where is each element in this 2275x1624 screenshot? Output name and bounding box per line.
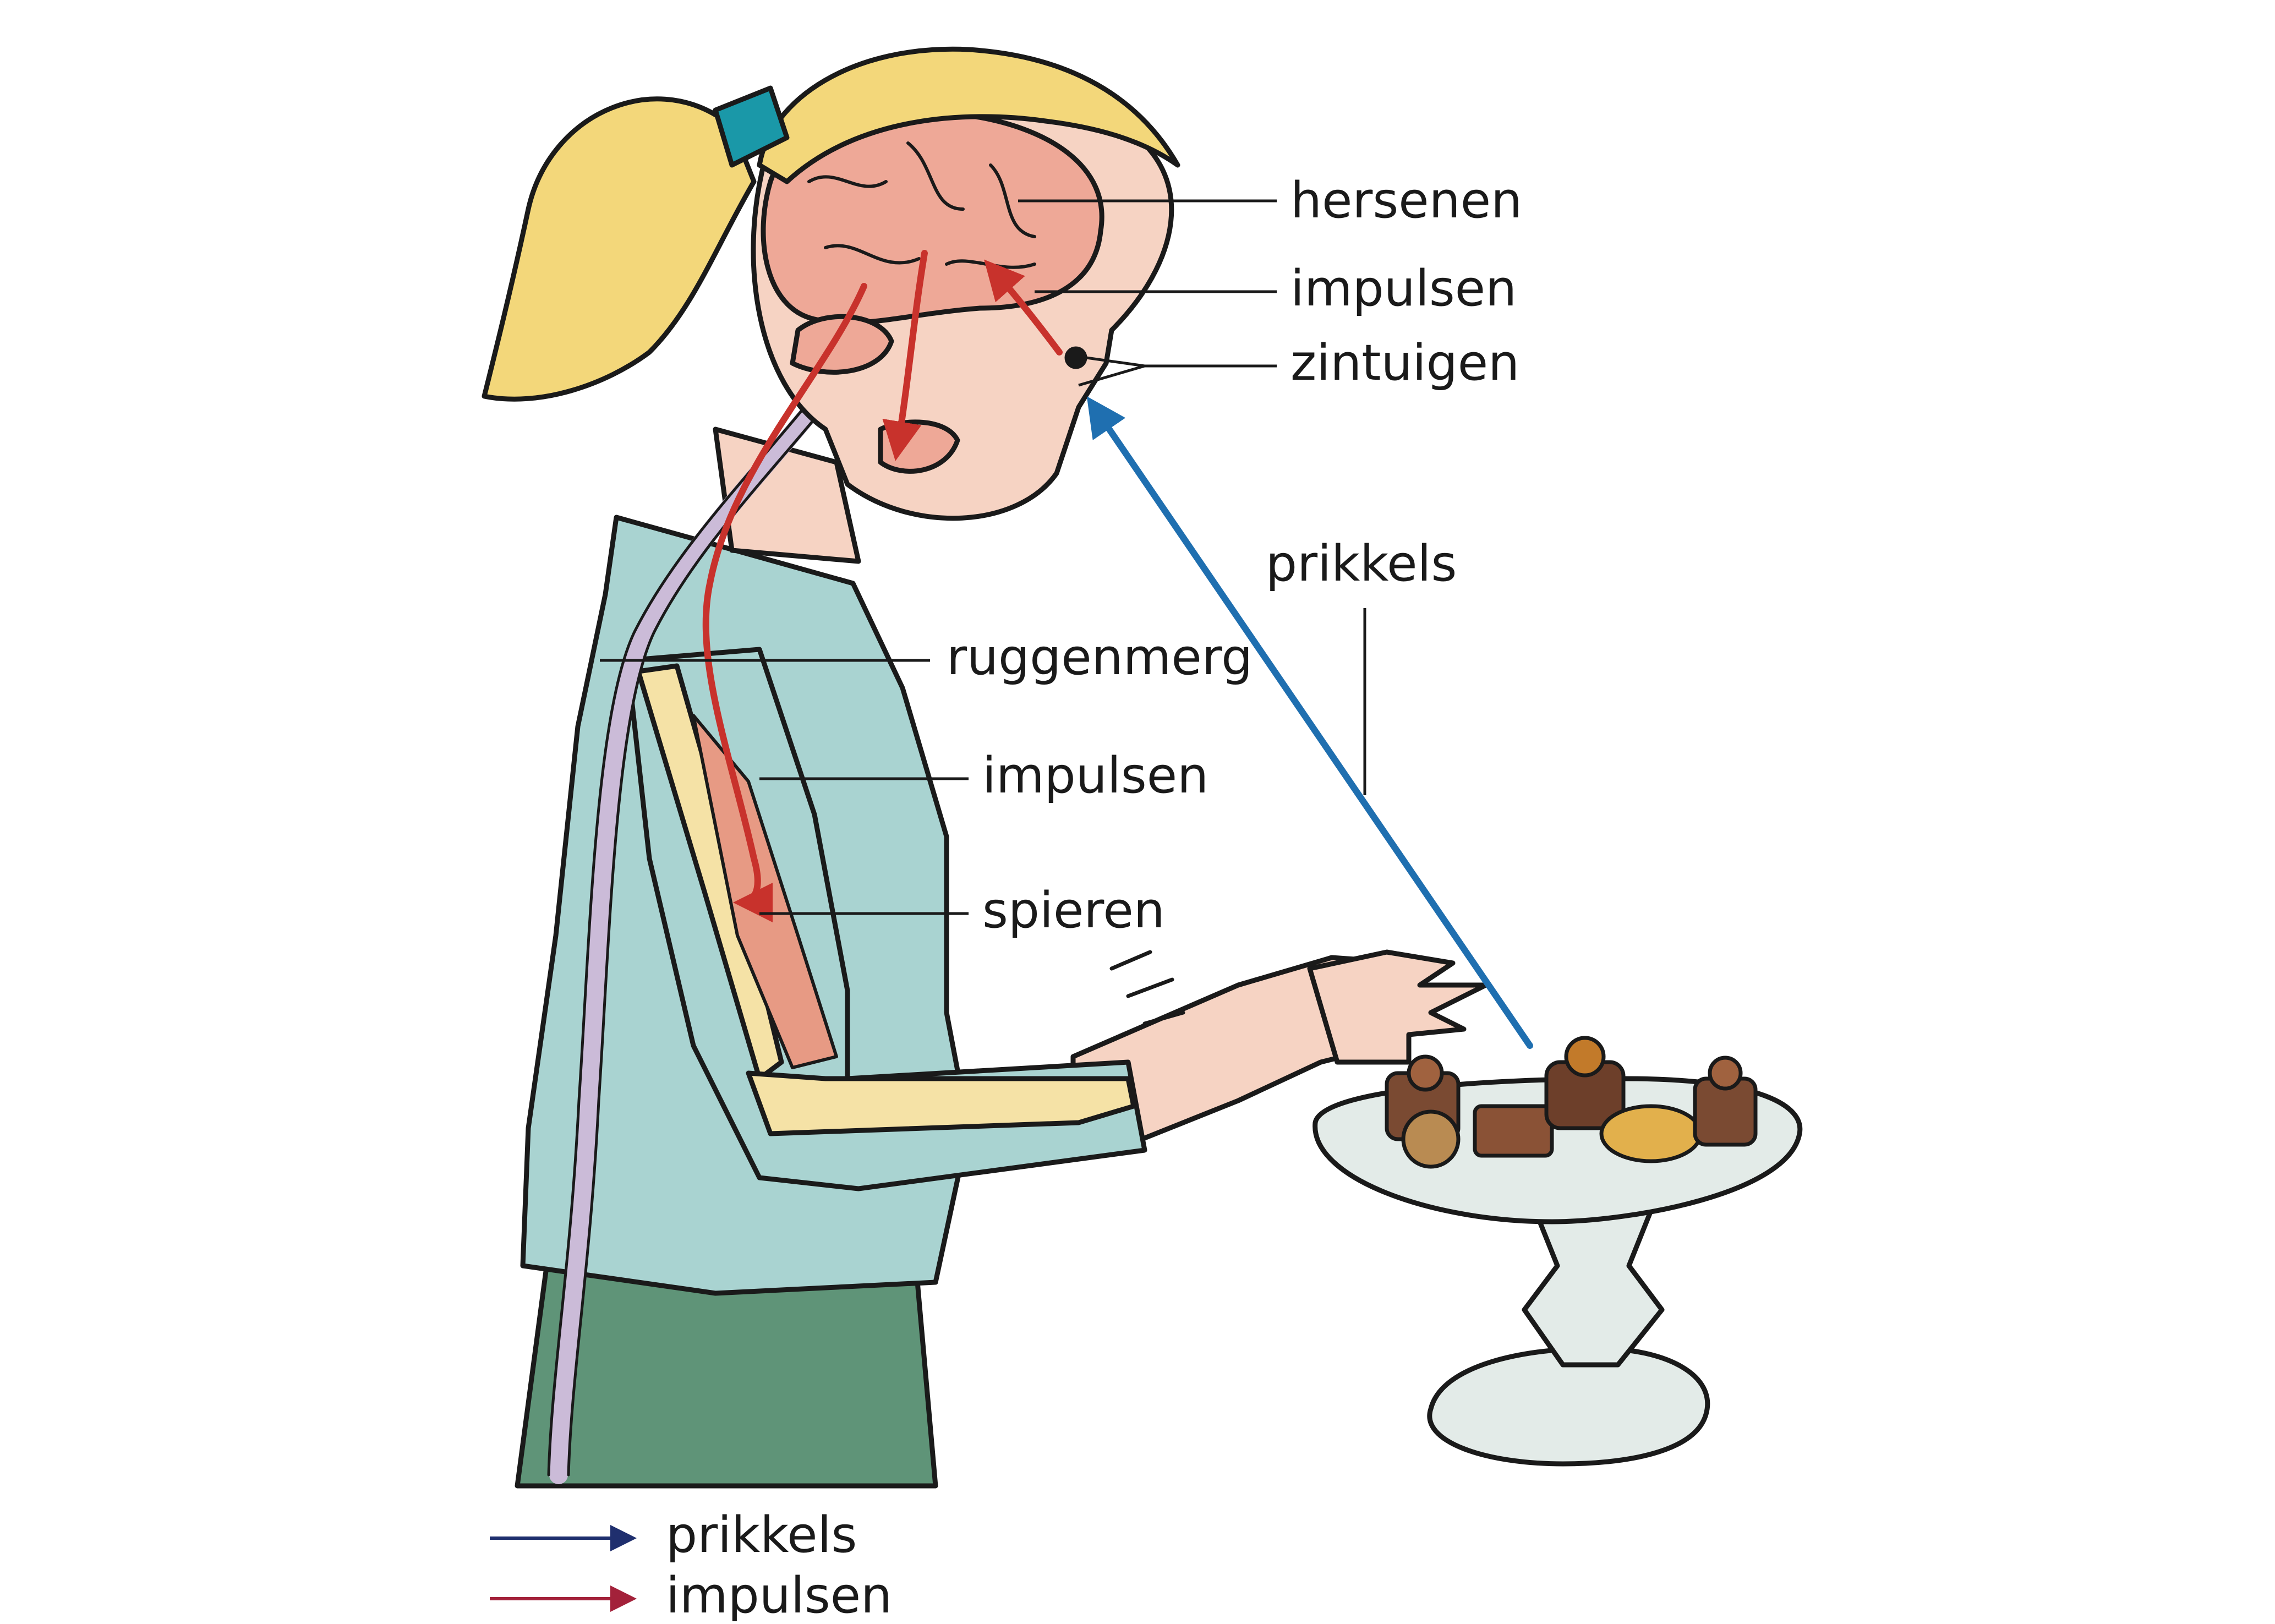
label-hersenen: hersenen [1290,172,1522,229]
legend: prikkels impulsen [490,1506,892,1624]
impulse-arrow-brain-to-mouth [882,250,928,461]
ponytail [482,96,757,402]
chocolates [1385,1036,1758,1169]
label-zintuigen: zintuigen [1290,334,1519,392]
motion-lines [1109,950,1185,1026]
cake-stand [1312,1036,1803,1467]
label-impulsen-head: impulsen [1290,260,1517,318]
impulse-arrows [702,250,1063,922]
hair [757,46,1180,184]
spinal-cord [549,310,890,1484]
legend-prikkels-label: prikkels [666,1506,857,1564]
leader-zintuigen [1078,355,1277,387]
hand [1307,949,1489,1065]
humerus-bone [636,663,784,1081]
label-impulsen-arm: impulsen [982,747,1208,805]
brain-folds [807,141,1036,269]
impulse-arrow-eye-to-brain [984,259,1063,356]
legend-impulsen-label: impulsen [666,1567,892,1621]
stand-foot [1427,1346,1710,1467]
forearm-bone [746,1070,1136,1136]
girl-illustration [482,46,1489,1489]
stimulus-arrow [1086,396,1533,1049]
stand-column [1522,1208,1665,1368]
cerebellum [790,314,894,375]
label-spieren: spieren [982,882,1165,939]
impulse-arrow-brain-to-arm [702,283,867,922]
label-ruggenmerg: ruggenmerg [947,628,1253,686]
hair-tie [713,85,790,168]
label-prikkels: prikkels [1266,535,1457,593]
leader-lines [600,199,1366,915]
